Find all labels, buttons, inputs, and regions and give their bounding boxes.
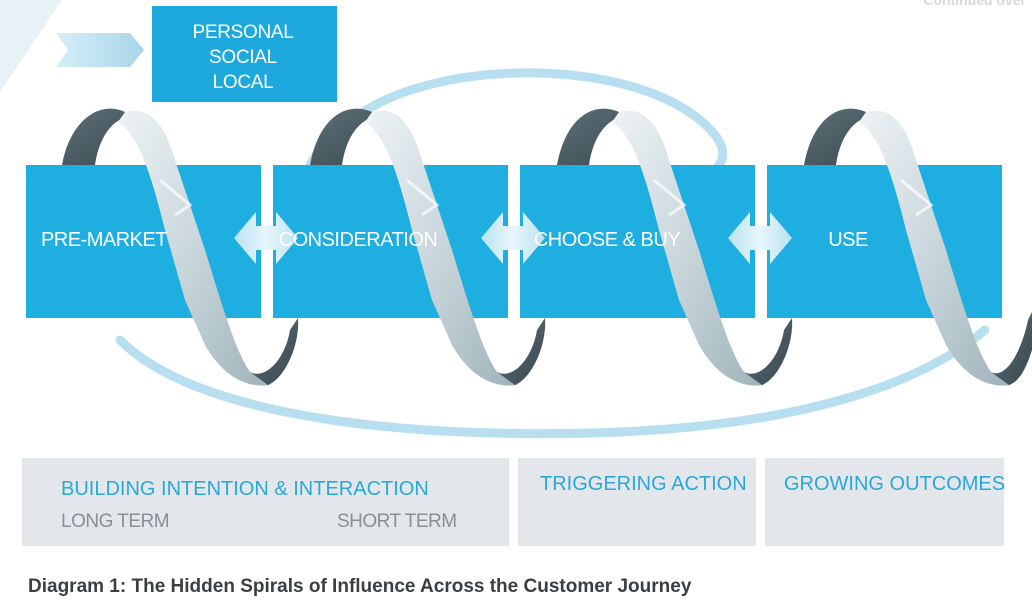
tag-line-personal: PERSONAL bbox=[192, 22, 293, 43]
spiral-ribbons-front bbox=[118, 110, 1032, 386]
connectors bbox=[234, 212, 792, 264]
phase-building: BUILDING INTENTION & INTERACTION LONG TE… bbox=[22, 458, 509, 546]
stage-label-use: USE bbox=[828, 229, 868, 251]
tag-line-social: SOCIAL bbox=[209, 47, 277, 68]
double-arrow-icon bbox=[728, 212, 792, 264]
phase-triggering-title: TRIGGERING ACTION bbox=[540, 473, 747, 495]
spiral-ribbons-back bbox=[62, 108, 891, 165]
chevron-arrow-icon bbox=[56, 33, 144, 67]
phase-triggering: TRIGGERING ACTION bbox=[518, 458, 756, 546]
stage-box-consideration bbox=[273, 165, 508, 318]
stage-box-pre-market bbox=[26, 165, 261, 318]
stage-label-consideration: CONSIDERATION bbox=[279, 229, 438, 251]
stage-label-pre-market: PRE-MARKET bbox=[41, 229, 167, 251]
double-arrow-icon bbox=[481, 212, 545, 264]
diagram-caption: Diagram 1: The Hidden Spirals of Influen… bbox=[28, 576, 692, 597]
phase-growing-title: GROWING OUTCOMES bbox=[784, 473, 1006, 495]
tag-line-local: LOCAL bbox=[213, 72, 274, 93]
stage-labels: PRE-MARKET CONSIDERATION CHOOSE & BUY US… bbox=[41, 229, 869, 251]
corner-decoration bbox=[0, 0, 62, 92]
phase-growing: GROWING OUTCOMES bbox=[765, 458, 1006, 546]
spiral-ribbon-icon bbox=[310, 108, 397, 165]
spiral-ribbon-icon bbox=[557, 108, 644, 165]
continued-note: Continued over bbox=[923, 0, 1026, 8]
spiral-ribbon-icon bbox=[804, 108, 891, 165]
stage-box-choose-buy bbox=[520, 165, 755, 318]
phase-short-term: SHORT TERM bbox=[337, 511, 457, 532]
phase-building-title: BUILDING INTENTION & INTERACTION bbox=[61, 478, 429, 500]
stage-label-choose-buy: CHOOSE & BUY bbox=[534, 229, 680, 251]
stage-boxes bbox=[26, 165, 1002, 318]
double-arrow-icon bbox=[234, 212, 298, 264]
spiral-ribbon-icon bbox=[62, 108, 150, 165]
phase-long-term: LONG TERM bbox=[61, 511, 170, 532]
tag-box: PERSONAL SOCIAL LOCAL bbox=[152, 6, 337, 102]
stage-box-use bbox=[767, 165, 1002, 318]
